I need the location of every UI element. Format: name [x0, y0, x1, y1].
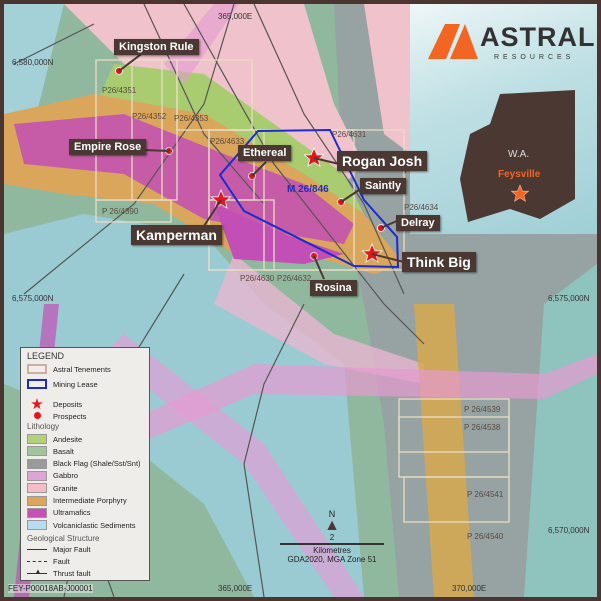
legend-item: Prospects: [27, 410, 86, 422]
logo-name: ASTRAL: [480, 22, 596, 52]
lithology-swatch: [27, 507, 47, 518]
prospect-dot-icon: [27, 411, 47, 421]
figure-code: FEY-P00018AB-J00001: [8, 584, 93, 593]
markers-layer: [115, 51, 405, 280]
legend-label: Gabbro: [53, 471, 79, 481]
legend-item: ★ Deposits: [27, 396, 83, 413]
prospect-label-saintly[interactable]: Saintly: [360, 178, 407, 194]
scale-value: 2: [329, 533, 335, 542]
legend-item: Fault: [27, 555, 70, 567]
lithology-heading: Lithology: [27, 422, 60, 431]
tenement-label: P26/4631: [332, 130, 367, 139]
deposit-star-icon[interactable]: [361, 242, 383, 263]
easting-label: 370,000E: [452, 584, 487, 593]
legend-label: Black Flag (Shale/Sst/Snt): [53, 459, 141, 469]
north-arrow-icon: ▲: [324, 517, 340, 534]
structure-heading: Geological Structure: [27, 534, 100, 543]
prospect-label-rosina[interactable]: Rosina: [310, 280, 357, 296]
astral-logo-icon: [428, 24, 575, 222]
scale-line: [280, 543, 384, 545]
deposit-label-think-big[interactable]: Think Big: [402, 252, 476, 272]
legend-label: Thrust fault: [53, 568, 91, 578]
legend-item: Ultramafics: [27, 507, 91, 519]
tenement-label: P 26/4540: [467, 532, 504, 541]
tenement-label: P 26/4539: [464, 405, 501, 414]
lithology-swatch: [27, 483, 47, 494]
tenement-label: P26/4630: [240, 274, 275, 283]
legend-label: Intermediate Porphyry: [53, 496, 127, 505]
tenement-label: P26/4353: [174, 114, 209, 123]
prospect-label-empire-rose[interactable]: Empire Rose: [69, 139, 147, 155]
tenement-label: P26/4633: [210, 137, 245, 146]
deposit-label-rogan-josh[interactable]: Rogan Josh: [337, 151, 428, 171]
northing-label: 6,580,000N: [12, 58, 54, 67]
site-label: Feysville: [498, 169, 541, 180]
tenement-label: P26/4634: [404, 203, 439, 212]
legend-item: Volcaniclastic Sediments: [27, 519, 136, 531]
tenement-label: P 26/4538: [464, 423, 501, 432]
lithology-swatch: [27, 446, 47, 457]
legend: LEGEND Astral Tenements Mining Lease ★ De…: [20, 347, 150, 581]
deposit-label-kamperman[interactable]: Kamperman: [131, 225, 222, 245]
major-fault-line-icon: [27, 548, 47, 550]
scale-datum: GDA2020, MGA Zone 51: [287, 555, 377, 564]
legend-item: Mining Lease: [27, 378, 98, 390]
tenement-label: P26/4632: [277, 274, 312, 283]
prospect-label-ethereal[interactable]: Ethereal: [238, 145, 292, 161]
lithology-swatch: [27, 495, 47, 506]
legend-label: Granite: [53, 483, 78, 493]
scale-bar: N ▲ 2 Kilometres GDA2020, MGA Zone 51: [272, 509, 392, 564]
thrust-fault-line-icon: ▲: [27, 569, 47, 575]
easting-label: 365,000E: [218, 12, 253, 21]
tenement-label: P 26/4541: [467, 490, 504, 499]
northing-label: 6,570,000N: [548, 526, 590, 535]
easting-label: 365,000E: [218, 584, 253, 593]
tenement-label: P26/4352: [132, 112, 167, 121]
deposit-star-icon[interactable]: [303, 146, 325, 167]
legend-label: Prospects: [53, 411, 87, 421]
legend-label: Deposits: [53, 399, 83, 409]
legend-label: Mining Lease: [53, 379, 98, 389]
legend-item: Major Fault: [27, 543, 91, 555]
prospect-label-delray[interactable]: Delray: [396, 215, 440, 231]
legend-label: Major Fault: [53, 544, 91, 554]
lithology-swatch: [27, 434, 47, 444]
legend-label: Fault: [53, 556, 70, 566]
deposit-star-icon[interactable]: [210, 188, 232, 209]
geology-map: Kingston Rule Empire Rose Ethereal Saint…: [4, 4, 597, 597]
lithology-swatch: [27, 520, 47, 531]
legend-item: Granite: [27, 482, 78, 494]
legend-item: ▲ Thrust fault: [27, 567, 91, 579]
fault-line-icon: [27, 560, 47, 562]
legend-item: Andesite: [27, 433, 82, 445]
scale-unit: Kilometres: [313, 546, 351, 555]
north-label: N: [328, 509, 336, 519]
legend-label: Astral Tenements: [53, 364, 111, 374]
legend-item: Gabbro: [27, 470, 78, 482]
lithology-swatch: [27, 470, 47, 481]
deposit-star-icon: ★: [30, 396, 44, 413]
region-label: W.A.: [508, 149, 530, 160]
legend-title: LEGEND: [27, 351, 65, 361]
lithology-swatch: [27, 458, 47, 469]
tenement-label: P 26/4390: [102, 207, 139, 216]
legend-label: Andesite: [53, 434, 83, 444]
tenement-label: P26/4351: [102, 86, 137, 95]
legend-label: Volcaniclastic Sediments: [53, 520, 136, 530]
mining-lease-label: M 26/846: [287, 184, 329, 195]
northing-label: 6,575,000N: [12, 294, 54, 303]
legend-item: Intermediate Porphyry: [27, 495, 127, 507]
northing-label: 6,575,000N: [548, 294, 590, 303]
logo-subtitle: RESOURCES: [494, 54, 575, 61]
legend-item: Black Flag (Shale/Sst/Snt): [27, 458, 141, 470]
legend-label: Basalt: [53, 446, 74, 456]
legend-item: Astral Tenements: [27, 363, 111, 375]
prospect-label-kingston-rule[interactable]: Kingston Rule: [114, 39, 199, 55]
logo-inset-panel: ASTRAL RESOURCES W.A. Feysville: [410, 4, 597, 234]
legend-label: Ultramafics: [53, 508, 91, 518]
legend-item: Basalt: [27, 445, 74, 457]
